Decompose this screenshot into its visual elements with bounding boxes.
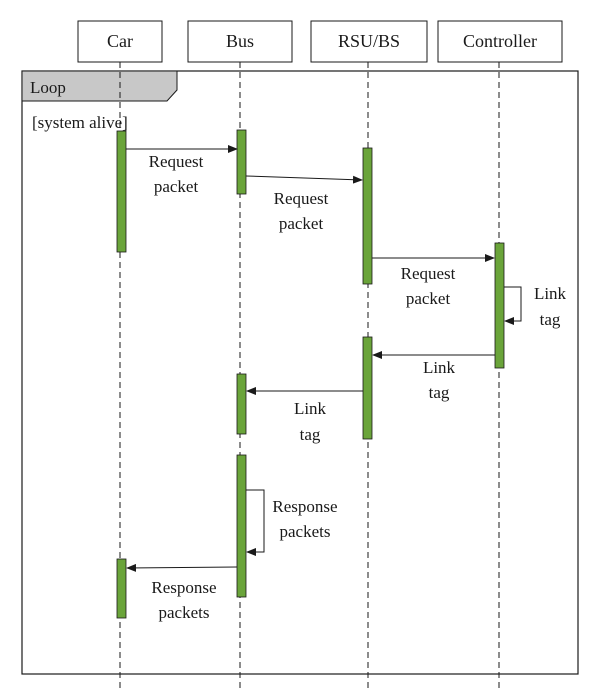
message-label-line-2: packet — [406, 289, 451, 308]
participant-controller-box — [437, 20, 563, 63]
message-label-line-2: tag — [429, 383, 450, 402]
message-label-line-2: tag — [540, 310, 561, 329]
bus-activation-3 — [236, 454, 247, 598]
message-bus-to-rsu-request: Request packet — [245, 175, 363, 233]
message-arrow — [126, 563, 238, 572]
message-bus-to-car-response: Response packets — [126, 563, 238, 622]
message-controller-to-rsu-link-tag: Link tag — [372, 351, 495, 402]
participant-car-box — [77, 20, 163, 63]
participant-rsu-label: RSU/BS — [338, 31, 400, 51]
car-activation-1 — [116, 130, 127, 253]
message-arrow — [504, 286, 522, 325]
message-label-line-2: tag — [300, 425, 321, 444]
message-bus-self-response: Response packets — [246, 489, 338, 556]
participant-controller-label: Controller — [463, 31, 537, 51]
participant-rsu: RSU/BS — [310, 20, 428, 63]
message-rsu-to-bus-link-tag: Link tag — [246, 387, 363, 444]
rsu-activation-1 — [362, 147, 373, 285]
loop-operator-label: Loop — [30, 78, 66, 97]
bus-activation-1 — [236, 129, 247, 195]
message-controller-self-link-tag: Link tag — [504, 284, 567, 329]
message-arrow — [246, 489, 265, 556]
message-label-line-1: Link — [294, 399, 327, 418]
message-label-line-1: Response — [272, 497, 337, 516]
message-label-line-2: packet — [154, 177, 199, 196]
participant-bus-label: Bus — [226, 31, 254, 51]
participant-car-label: Car — [107, 31, 133, 51]
loop-guard-condition: [system alive] — [32, 113, 128, 132]
message-label-line-1: Request — [274, 189, 329, 208]
car-activation-2 — [116, 558, 127, 619]
message-rsu-to-controller-request: Request packet — [372, 254, 495, 308]
participant-controller: Controller — [437, 20, 563, 63]
message-label-line-1: Request — [149, 152, 204, 171]
message-label-line-1: Link — [534, 284, 567, 303]
bus-activation-2 — [236, 373, 247, 435]
participant-car: Car — [77, 20, 163, 63]
participant-rsu-box — [310, 20, 428, 63]
loop-fragment-frame — [21, 70, 579, 675]
message-label-line-2: packets — [159, 603, 210, 622]
message-label-line-2: packet — [279, 214, 324, 233]
rsu-activation-2 — [362, 336, 373, 440]
message-arrow — [245, 175, 363, 184]
message-label-line-1: Request — [401, 264, 456, 283]
participant-bus-box — [187, 20, 293, 63]
controller-activation-1 — [494, 242, 505, 369]
loop-fragment-tab — [21, 70, 178, 102]
message-label-line-1: Response — [151, 578, 216, 597]
message-car-to-bus-request: Request packet — [126, 145, 238, 196]
message-label-line-2: packets — [280, 522, 331, 541]
message-label-line-1: Link — [423, 358, 456, 377]
participant-bus: Bus — [187, 20, 293, 63]
